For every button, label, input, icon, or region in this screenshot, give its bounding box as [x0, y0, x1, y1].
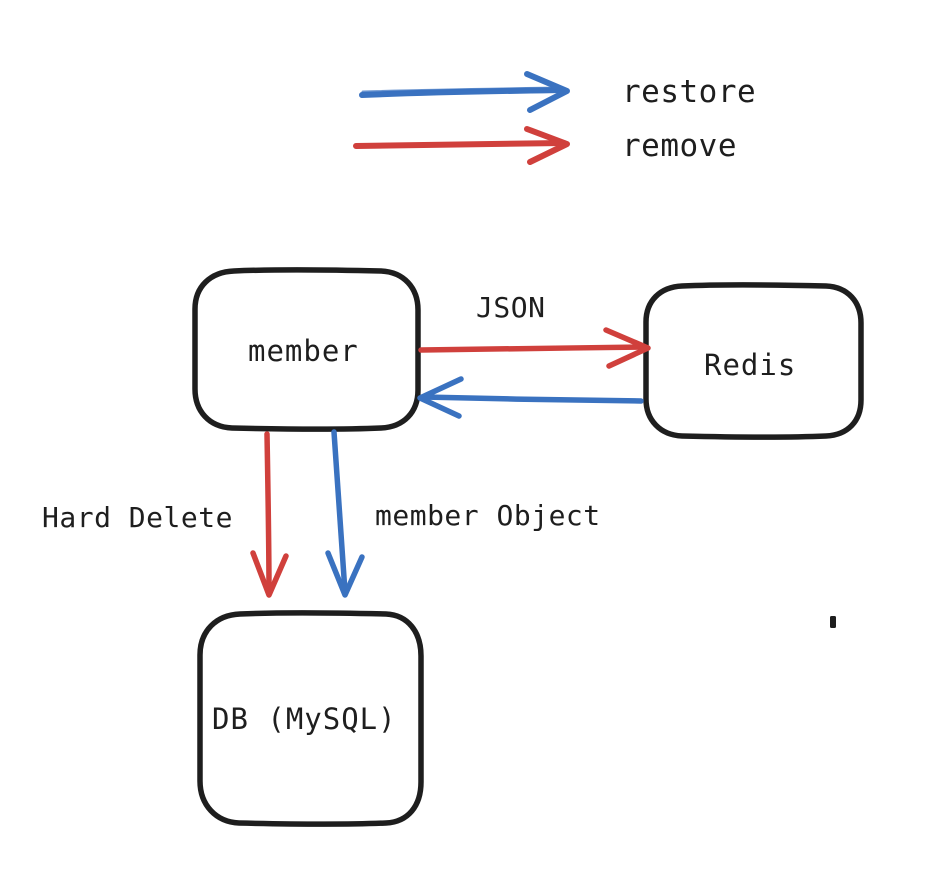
- node-member-box[interactable]: [192, 267, 421, 432]
- legend-label-restore: restore: [622, 74, 757, 110]
- stray-dot-mark: [830, 616, 836, 628]
- edge-label-json: JSON: [476, 291, 546, 324]
- edge-label-hard-delete: Hard Delete: [42, 501, 233, 534]
- legend-arrow-remove: [353, 126, 570, 165]
- node-redis-box[interactable]: [643, 282, 864, 440]
- node-label-redis: Redis: [704, 348, 797, 382]
- edge-member-to-redis: [418, 327, 651, 369]
- legend-label-remove: remove: [622, 128, 737, 164]
- legend-arrow-restore: [359, 71, 570, 113]
- node-label-member: member: [248, 334, 359, 368]
- edge-redis-to-member: [417, 376, 644, 419]
- node-db-box[interactable]: [197, 610, 424, 827]
- node-label-db: DB (MySQL): [212, 702, 397, 736]
- edge-member-to-db-member-object: [325, 429, 365, 598]
- edge-label-member-object: member Object: [375, 499, 601, 532]
- edge-member-to-db-hard-delete: [250, 431, 289, 598]
